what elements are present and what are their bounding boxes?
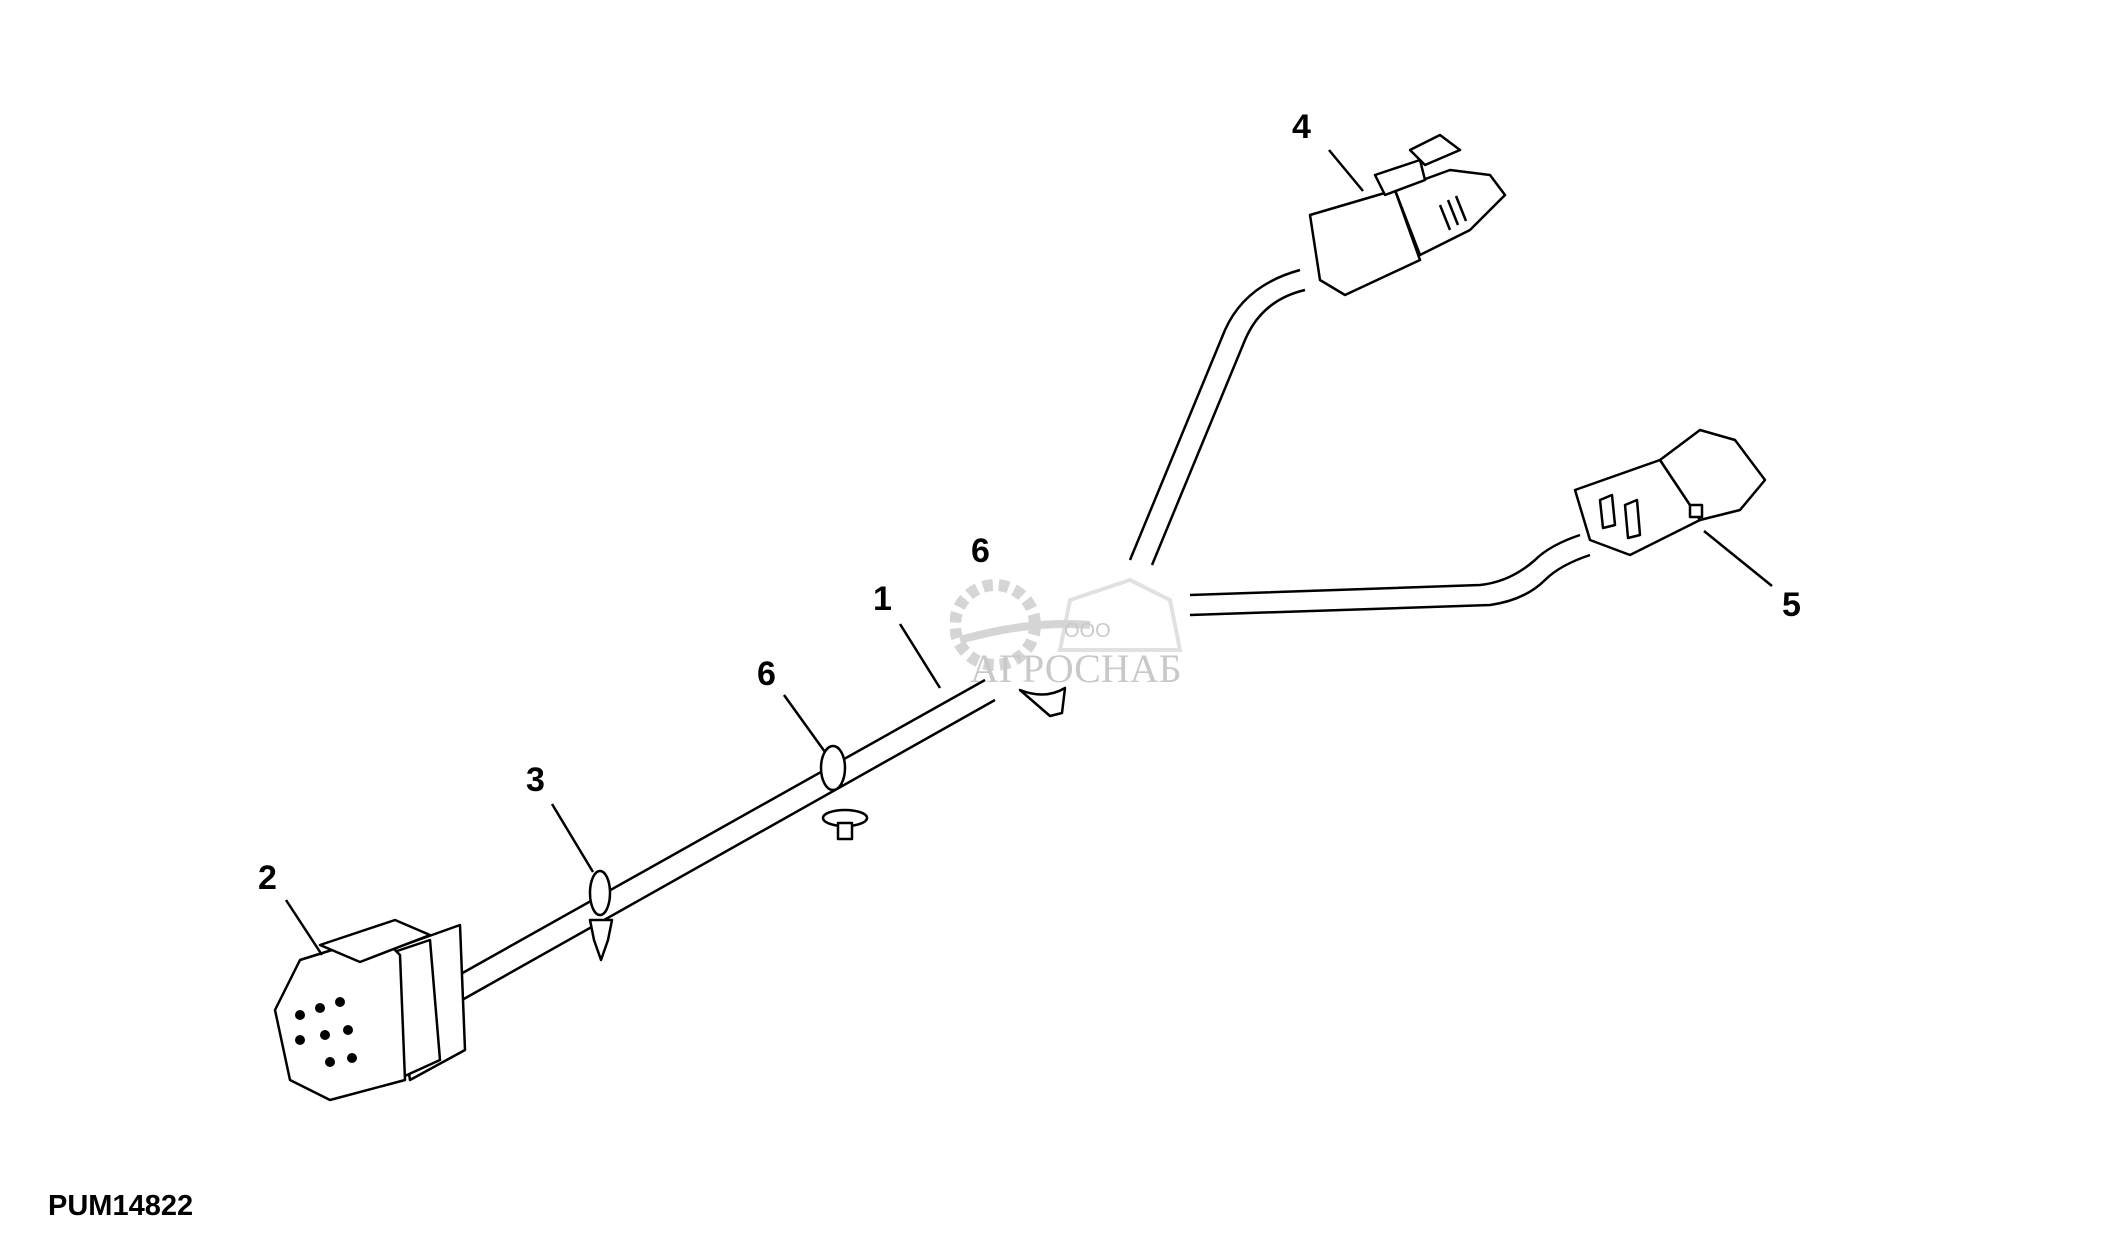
clip-3 <box>588 869 614 962</box>
callout-6-lower: 6 <box>757 655 776 693</box>
leader-lines <box>284 149 1773 956</box>
watermark-name: АГРОСНАБ <box>970 646 1182 691</box>
clip-6-lower <box>819 744 869 841</box>
callout-3: 3 <box>526 761 545 799</box>
connector-4 <box>1308 133 1507 297</box>
connector-5 <box>1573 428 1767 557</box>
callout-5: 5 <box>1782 586 1801 624</box>
callout-4: 4 <box>1292 108 1311 146</box>
callout-6-upper: 6 <box>971 532 990 570</box>
watermark-logo: ООО АГРОСНАБ <box>950 560 1200 720</box>
harness-cable-branch-4 <box>1128 268 1306 566</box>
watermark-prefix: ООО <box>1064 620 1111 642</box>
connector-2 <box>273 918 467 1102</box>
figure-id: PUM14822 <box>48 1190 194 1222</box>
gear-combine-icon <box>950 577 1183 671</box>
harness-cable-branch-5 <box>1189 533 1591 617</box>
callout-1: 1 <box>873 580 892 618</box>
callout-2: 2 <box>258 859 277 897</box>
harness-cable-main <box>449 678 996 1002</box>
clip-6-upper <box>1018 686 1067 718</box>
